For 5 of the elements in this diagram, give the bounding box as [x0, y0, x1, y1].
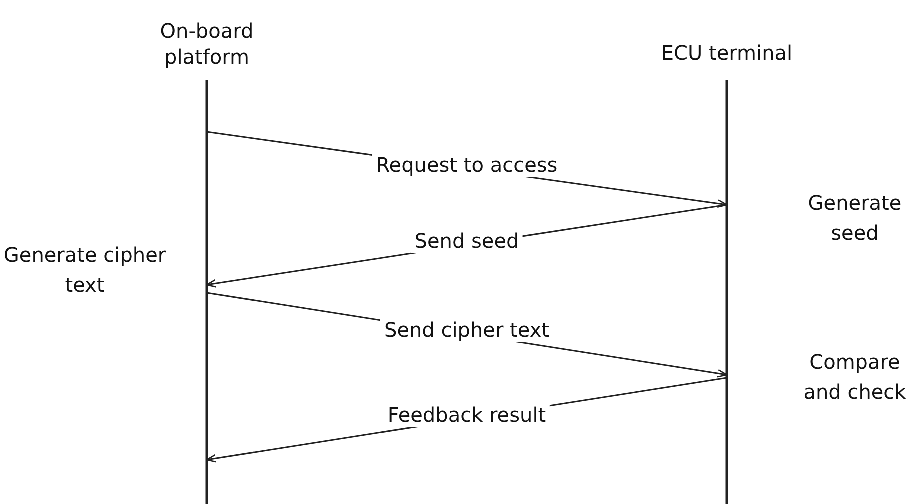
participant-label: On-board platform — [159, 18, 255, 70]
step-note: Compare and check — [802, 349, 908, 406]
step-note: Generate seed — [807, 190, 903, 247]
step-note: Generate cipher text — [2, 242, 168, 299]
participant-label: ECU terminal — [660, 40, 794, 66]
